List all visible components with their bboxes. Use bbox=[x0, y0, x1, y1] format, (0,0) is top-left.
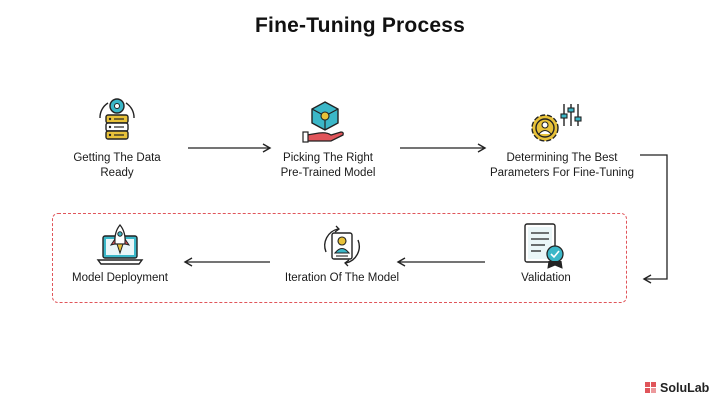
profile-cycle-icon bbox=[324, 225, 360, 267]
step-label-determining-parameters: Determining The Best Parameters For Fine… bbox=[482, 151, 642, 181]
iteration-group-box bbox=[52, 213, 627, 303]
step-label-picking-model: Picking The Right Pre-Trained Model bbox=[262, 151, 394, 181]
cube-hand-icon bbox=[302, 101, 344, 143]
step-3-line-2: Parameters For Fine-Tuning bbox=[489, 167, 634, 179]
step-label-iteration: Iteration Of The Model bbox=[272, 271, 412, 286]
step-4-line-1: Validation bbox=[521, 272, 571, 284]
step-5-line-1: Iteration Of The Model bbox=[284, 272, 400, 284]
gear-sliders-icon bbox=[531, 104, 582, 142]
brand-logo: SoluLab bbox=[645, 380, 709, 396]
database-gear-icon bbox=[99, 98, 135, 140]
step-label-validation: Validation bbox=[496, 271, 596, 286]
brand-name: SoluLab bbox=[660, 381, 710, 395]
diagram-title: Fine-Tuning Process bbox=[255, 14, 465, 37]
step-6-line-1: Model Deployment bbox=[72, 272, 168, 284]
document-seal-icon bbox=[524, 223, 564, 269]
step-label-model-deployment: Model Deployment bbox=[60, 271, 180, 286]
step-label-getting-data-ready: Getting The Data Ready bbox=[55, 151, 179, 181]
step-3-line-1: Determining The Best bbox=[506, 152, 618, 164]
step-1-line-1: Getting The Data bbox=[73, 152, 161, 164]
step-2-line-1: Picking The Right bbox=[283, 152, 373, 164]
step-2-line-2: Pre-Trained Model bbox=[280, 167, 376, 179]
arrow-step3-to-step4 bbox=[640, 154, 668, 284]
step-1-line-2: Ready bbox=[100, 167, 134, 179]
rocket-laptop-icon bbox=[96, 224, 144, 265]
solulab-logo-icon bbox=[645, 382, 656, 393]
